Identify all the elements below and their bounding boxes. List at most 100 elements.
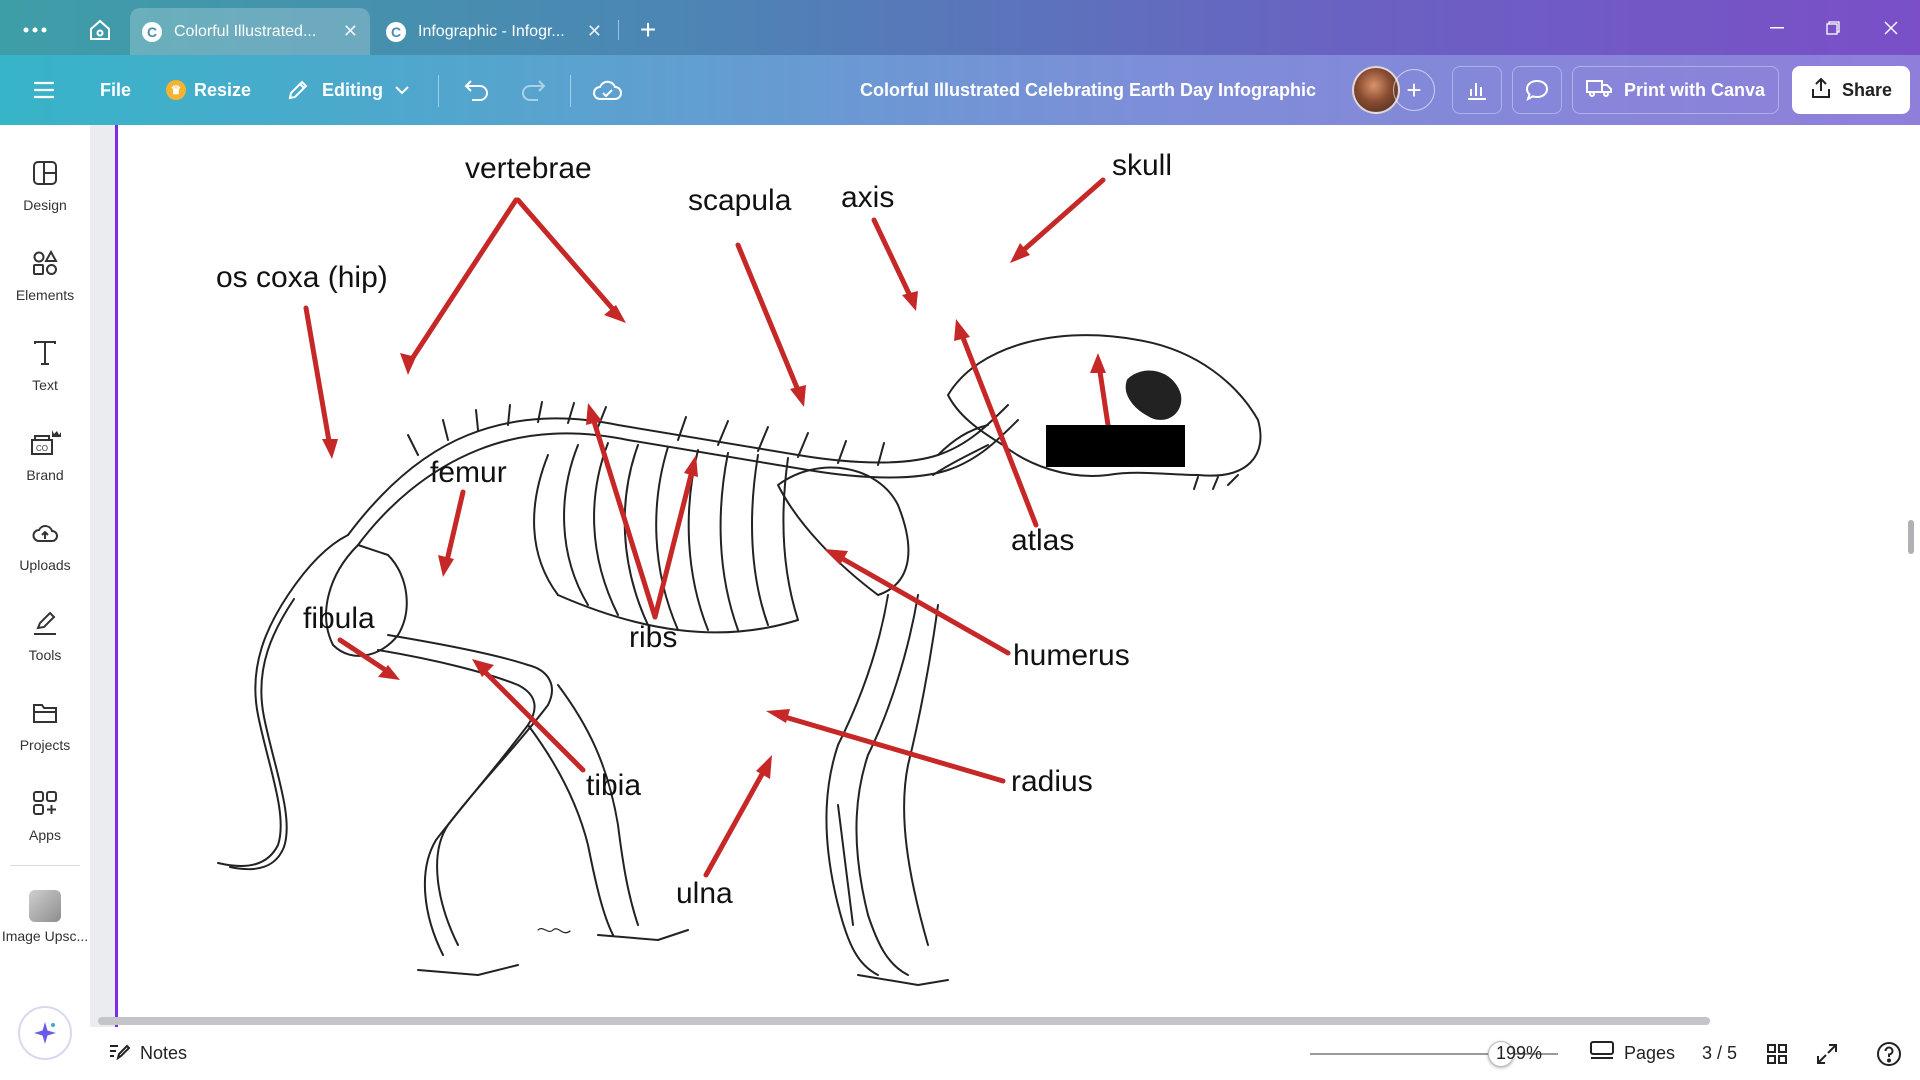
label-ribs[interactable]: ribs [629, 621, 677, 654]
browser-tab-active[interactable]: C Colorful Illustrated... ✕ [130, 8, 370, 55]
editing-label: Editing [322, 79, 383, 100]
delivery-truck-icon [1585, 78, 1612, 103]
label-ulna[interactable]: ulna [676, 877, 733, 910]
redo-icon[interactable] [520, 55, 546, 125]
sidebar-item-label: Text [32, 377, 58, 393]
diagram-labels: vertebrae skull scapula axis os coxa (hi… [216, 149, 1172, 910]
sidebar-item-image-upscaler[interactable]: Image Upsc... [0, 890, 90, 970]
canva-favicon-icon: C [142, 21, 162, 42]
arrowhead [1090, 353, 1106, 373]
redaction-box[interactable] [1046, 425, 1185, 467]
pages-button[interactable]: Pages [1590, 1027, 1675, 1080]
browser-tab-strip: C Colorful Illustrated... ✕ C Infographi… [0, 0, 1920, 55]
crown-icon: ♛ [166, 80, 186, 100]
close-window-icon[interactable] [1866, 10, 1916, 46]
design-canvas[interactable]: vertebrae skull scapula axis os coxa (hi… [118, 125, 1920, 1027]
print-label: Print with Canva [1623, 79, 1766, 100]
cat-skeleton-drawing [217, 334, 1262, 986]
share-label: Share [1841, 79, 1893, 100]
notes-button[interactable]: Notes [108, 1027, 187, 1080]
main-menu-icon[interactable] [32, 55, 56, 125]
print-with-canva-button[interactable]: Print with Canva [1572, 66, 1779, 114]
undo-icon[interactable] [464, 55, 490, 125]
sidebar-item-label: Image Upsc... [1, 928, 89, 944]
sidebar-item-apps[interactable]: Apps [0, 785, 90, 865]
page-indicator[interactable]: 3 / 5 [1702, 1043, 1738, 1063]
close-tab-icon[interactable]: ✕ [342, 21, 358, 41]
label-humerus[interactable]: humerus [1013, 639, 1130, 672]
editor-toolbar: File ♛ Resize Editing Colorful Illustrat… [0, 55, 1920, 125]
bottom-bar: Notes 199% Pages 3 / 5 [90, 1027, 1920, 1080]
browser-tab-infographic[interactable]: C Infographic - Infogr... ✕ [374, 8, 614, 55]
label-femur[interactable]: femur [430, 456, 507, 489]
arrowhead [400, 353, 416, 375]
document-title[interactable]: Colorful Illustrated Celebrating Earth D… [860, 79, 1317, 100]
insights-chart-icon[interactable] [1452, 66, 1502, 114]
comments-icon[interactable] [1512, 66, 1562, 114]
label-arrows [303, 177, 1111, 878]
more-options-icon[interactable] [12, 12, 58, 48]
minimize-window-icon[interactable] [1752, 10, 1802, 46]
sidebar-item-uploads[interactable]: Uploads [0, 515, 90, 595]
label-os-coxa[interactable]: os coxa (hip) [216, 261, 388, 294]
uploads-icon [31, 515, 59, 551]
arrowhead [684, 455, 698, 477]
fullscreen-icon[interactable] [1816, 1027, 1838, 1080]
elements-icon [32, 245, 58, 281]
notes-label: Notes [140, 1043, 188, 1063]
zoom-slider-handle[interactable] [1487, 1041, 1514, 1067]
sidebar-item-design[interactable]: Design [0, 155, 90, 235]
editing-mode-dropdown[interactable]: Editing [286, 55, 409, 125]
arrowhead [756, 755, 772, 779]
label-vertebrae[interactable]: vertebrae [465, 152, 592, 185]
horizontal-scrollbar[interactable] [98, 1017, 1710, 1025]
brand-icon: CO [28, 425, 62, 461]
grid-view-icon[interactable] [1766, 1027, 1788, 1080]
new-tab-button[interactable]: + [639, 14, 657, 45]
help-icon[interactable] [1876, 1027, 1902, 1080]
sidebar-item-label: Elements [15, 287, 75, 303]
design-icon [32, 155, 58, 191]
cloud-saved-icon[interactable] [592, 55, 622, 125]
sidebar-item-label: Design [23, 197, 67, 213]
file-menu-button[interactable]: File [100, 79, 132, 100]
arrowhead [824, 549, 848, 565]
label-tibia[interactable]: tibia [586, 769, 641, 802]
resize-button[interactable]: ♛ Resize [166, 55, 251, 125]
home-icon[interactable] [77, 12, 123, 48]
label-skull[interactable]: skull [1112, 149, 1172, 182]
close-tab-icon[interactable]: ✕ [586, 21, 602, 41]
label-axis[interactable]: axis [841, 181, 894, 214]
tab-title: Colorful Illustrated... [174, 22, 317, 40]
share-button[interactable]: Share [1792, 66, 1910, 114]
projects-icon [32, 695, 58, 731]
vertical-scrollbar[interactable] [1908, 520, 1914, 554]
toolbar-divider [438, 75, 439, 107]
cat-skeleton-diagram[interactable]: vertebrae skull scapula axis os coxa (hi… [118, 125, 1920, 1027]
add-collaborator-icon[interactable]: + [1393, 69, 1435, 111]
pencil-icon [286, 78, 310, 102]
sidebar-item-text[interactable]: Text [0, 335, 90, 415]
sidebar-item-tools[interactable]: Tools [0, 605, 90, 685]
label-fibula[interactable]: fibula [303, 602, 375, 635]
arrowhead [438, 555, 454, 577]
label-atlas[interactable]: atlas [1011, 524, 1074, 557]
sidebar-item-label: Projects [19, 737, 71, 753]
sidebar-item-brand[interactable]: CO Brand [0, 425, 90, 505]
arrowhead [604, 305, 626, 323]
user-avatar[interactable] [1352, 66, 1400, 114]
sidebar-item-elements[interactable]: Elements [0, 245, 90, 325]
restore-window-icon[interactable] [1808, 10, 1858, 46]
tab-title: Infographic - Infogr... [418, 22, 565, 40]
zoom-slider-track[interactable] [1310, 1053, 1558, 1055]
arrowhead [902, 291, 918, 311]
sidebar-item-projects[interactable]: Projects [0, 695, 90, 775]
label-scapula[interactable]: scapula [688, 184, 792, 217]
text-icon [33, 335, 57, 371]
label-radius[interactable]: radius [1011, 765, 1093, 798]
arrowhead [472, 659, 494, 677]
tools-icon [32, 605, 58, 641]
magic-assistant-button[interactable] [18, 1006, 72, 1060]
sparkle-icon [34, 1022, 56, 1044]
zoom-percentage[interactable]: 199% [1496, 1043, 1543, 1063]
